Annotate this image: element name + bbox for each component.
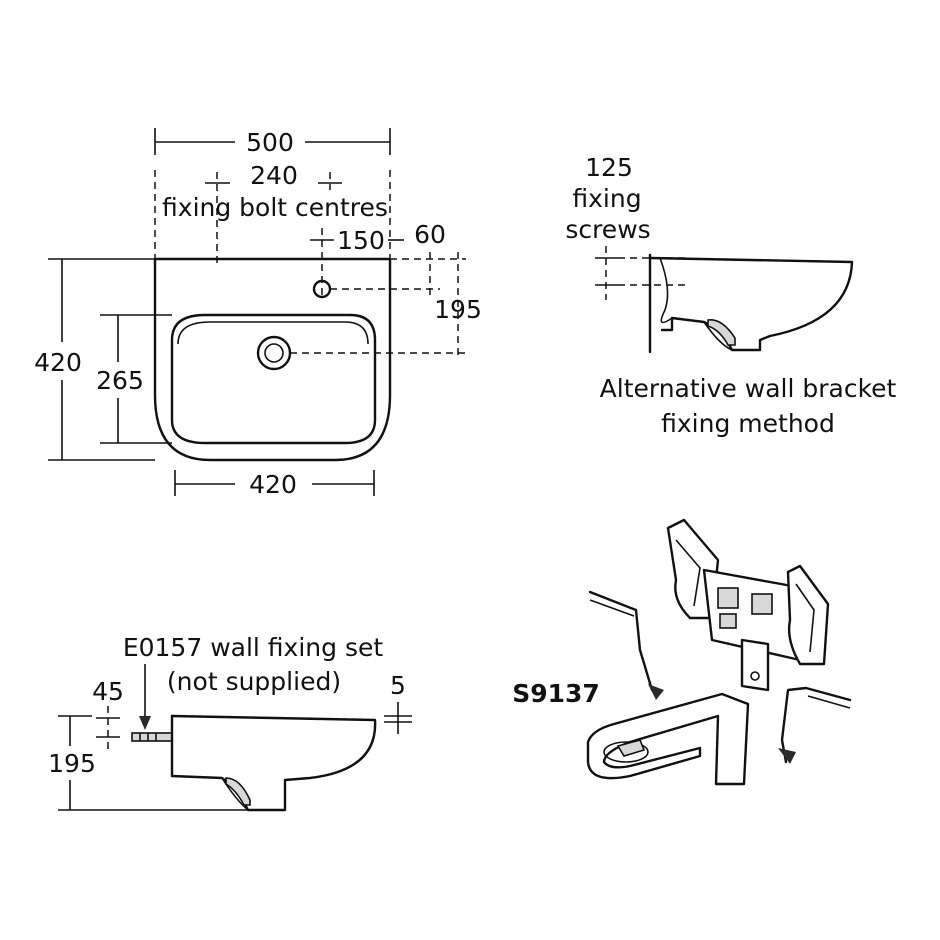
bracket-right-upright <box>786 564 830 666</box>
bracket-assembly: S9137 <box>512 518 852 786</box>
caption-fixing-method: fixing method <box>661 409 835 438</box>
dim-overall-width: 500 <box>246 128 294 157</box>
dim-tap-depth: 195 <box>434 295 482 324</box>
fixing-bolt <box>131 732 173 742</box>
dim-bowl-depth: 265 <box>96 366 144 395</box>
right-fixing-bolt <box>780 686 852 764</box>
label-screws: screws <box>565 215 650 244</box>
fixing-set-view: E0157 wall fixing set (not supplied) 45 … <box>48 633 412 812</box>
dim-bolt-offset: 45 <box>92 677 124 706</box>
caption-alternative-fixing: Alternative wall bracket <box>600 374 897 403</box>
waste-outlet <box>256 335 292 371</box>
basin-outline <box>153 257 392 462</box>
dim-tap-edge: 60 <box>414 220 446 249</box>
dim-tap-offset: 150 <box>337 226 385 255</box>
bowl-inner-line <box>177 321 369 345</box>
bowl-outline <box>170 313 377 445</box>
bracket-support-arm <box>586 692 750 786</box>
bracket-code: S9137 <box>512 679 600 708</box>
plan-view: 500 240 fixing bolt centres 150 60 195 4… <box>34 128 482 499</box>
side-view: 125 fixing screws Alternative wall brack… <box>565 153 896 438</box>
label-not-supplied: (not supplied) <box>167 667 341 696</box>
bracket-post <box>740 638 770 692</box>
basin-side-profile <box>648 256 854 352</box>
dim-overall-depth: 420 <box>34 348 82 377</box>
label-fixing-set: E0157 wall fixing set <box>123 633 384 662</box>
left-fixing-bolt <box>588 590 654 692</box>
dim-fixing-height: 195 <box>48 749 96 778</box>
dim-front-width: 420 <box>249 470 297 499</box>
dim-rim-thickness: 5 <box>390 671 406 700</box>
dim-bolt-centres: 240 <box>250 161 298 190</box>
label-bolt-centres: fixing bolt centres <box>162 193 388 222</box>
basin-fixing-profile <box>170 714 377 812</box>
dim-screw-height: 125 <box>585 153 633 182</box>
label-fixing: fixing <box>572 184 641 213</box>
